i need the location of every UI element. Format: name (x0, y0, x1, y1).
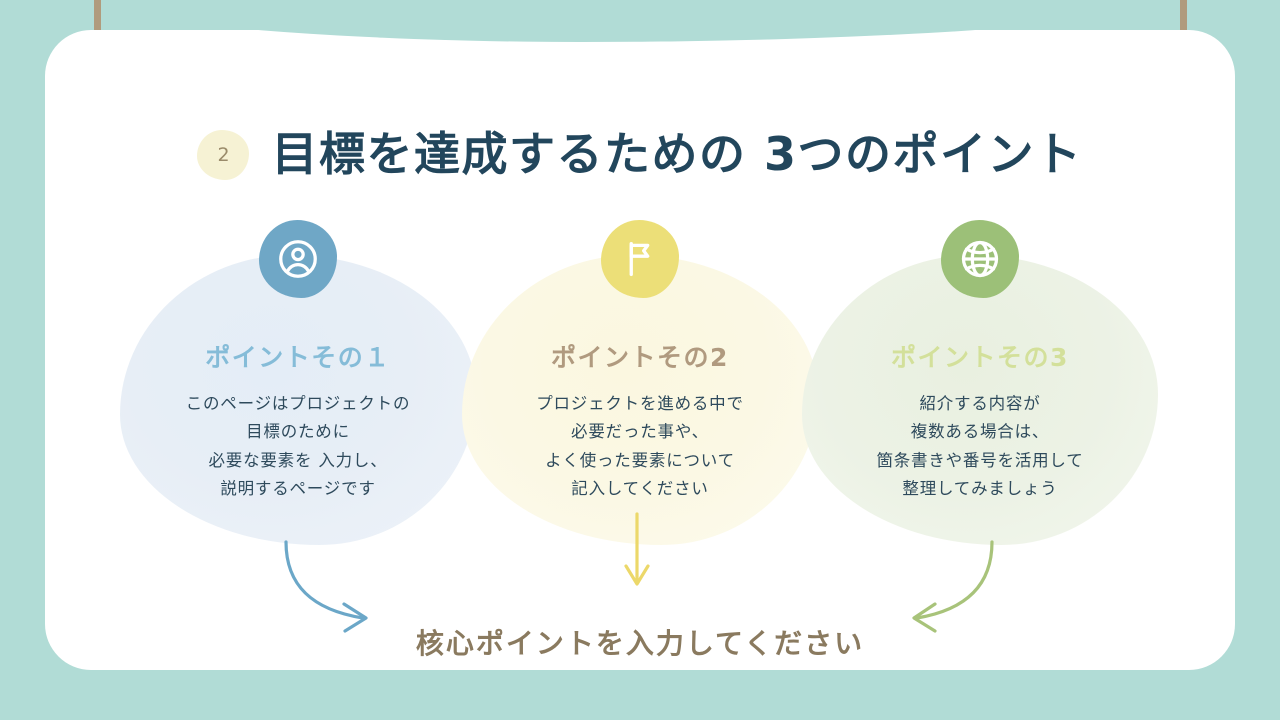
point-body-line: 必要だった事や、 (571, 422, 709, 442)
page-title: 目標を達成するための 3つのポイント (271, 127, 1083, 181)
globe-icon (941, 220, 1019, 298)
points-container: ポイントその１ このページはプロジェクトの 目標のために 必要な要素を 入力し、… (45, 30, 1235, 670)
point-column-2: ポイントその2 プロジェクトを進める中で 必要だった事や、 よく使った要素につい… (462, 220, 818, 550)
point-blob-3 (802, 255, 1158, 545)
point-body-line: 紹介する内容が (919, 394, 1041, 413)
point-body-3: 紹介する内容が 複数ある場合は、 箇条書きや番号を活用して 整理してみましょう (802, 390, 1158, 504)
title-row: 2 目標を達成するための 3つのポイント (45, 118, 1235, 184)
point-column-3: ポイントその3 紹介する内容が 複数ある場合は、 箇条書きや番号を活用して 整理… (802, 220, 1158, 550)
point-blob-2 (462, 255, 818, 545)
point-heading-1: ポイントその１ (205, 343, 391, 372)
point-body-line: 目標のために (246, 422, 350, 442)
flag-icon (601, 220, 679, 298)
point-body-line: 記入してください (571, 479, 709, 499)
point-body-2: プロジェクトを進める中で 必要だった事や、 よく使った要素について 記入してくだ… (462, 390, 818, 504)
point-body-line: 整理してみましょう (902, 479, 1058, 499)
point-column-1: ポイントその１ このページはプロジェクトの 目標のために 必要な要素を 入力し、… (120, 220, 476, 550)
point-body-1: このページはプロジェクトの 目標のために 必要な要素を 入力し、 説明するページ… (120, 390, 476, 504)
point-body-line: よく使った要素について (545, 450, 735, 470)
point-body-line: 複数ある場合は、 (910, 422, 1050, 442)
person-circle-icon (259, 220, 337, 298)
point-body-line: 必要な要素を 入力し、 (208, 450, 388, 470)
point-blob-1 (120, 255, 476, 545)
point-body-line: 箇条書きや番号を活用して (876, 450, 1084, 470)
slide-number-badge: 2 (197, 130, 250, 180)
point-body-line: このページはプロジェクトの (185, 394, 411, 413)
footer-caption: 核心ポイントを入力してください (415, 627, 865, 660)
point-heading-2: ポイントその2 (551, 343, 729, 372)
slide-card: 2 目標を達成するための 3つのポイント ポイントその１ このページはプロジェク… (45, 30, 1235, 670)
point-body-line: 説明するページです (220, 479, 376, 499)
point-body-line: プロジェクトを進める中で (536, 394, 744, 413)
point-heading-3: ポイントその3 (891, 343, 1069, 372)
